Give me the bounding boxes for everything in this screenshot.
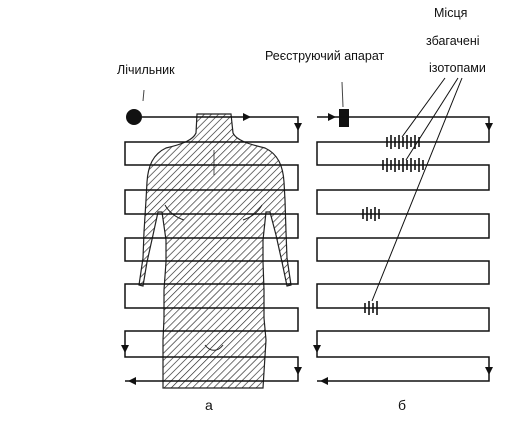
isotope-leader-lines [371, 77, 463, 302]
caption-b: б [398, 397, 406, 413]
counter-detector-icon [126, 109, 142, 125]
panel-b [313, 77, 493, 385]
isotope-marks-row-8 [364, 301, 378, 315]
recorder-label: Реєструючий апарат [265, 49, 385, 63]
counter-label: Лічильник [117, 63, 175, 77]
scan-path-a [124, 116, 299, 382]
human-body-silhouette [138, 113, 292, 389]
navel-line [204, 344, 224, 351]
recorder-device-icon [339, 109, 349, 127]
chest-line-right [242, 204, 263, 221]
panel-a [121, 89, 302, 389]
recorder-pointer [341, 81, 344, 108]
isotope-label-line-3: ізотопами [429, 61, 486, 75]
isotope-label-line-1: Місця [434, 6, 467, 20]
scan-arrows-a [121, 113, 302, 385]
isotope-marks-row-2 [382, 158, 424, 172]
isotope-label-line-2: збагачені [426, 34, 480, 48]
isotope-marks-row-4 [362, 207, 380, 221]
chest-line-left [164, 204, 185, 221]
scan-path-b [316, 116, 490, 382]
scan-arrows-b [313, 113, 493, 385]
caption-a: а [205, 397, 213, 413]
counter-pointer [142, 89, 145, 102]
